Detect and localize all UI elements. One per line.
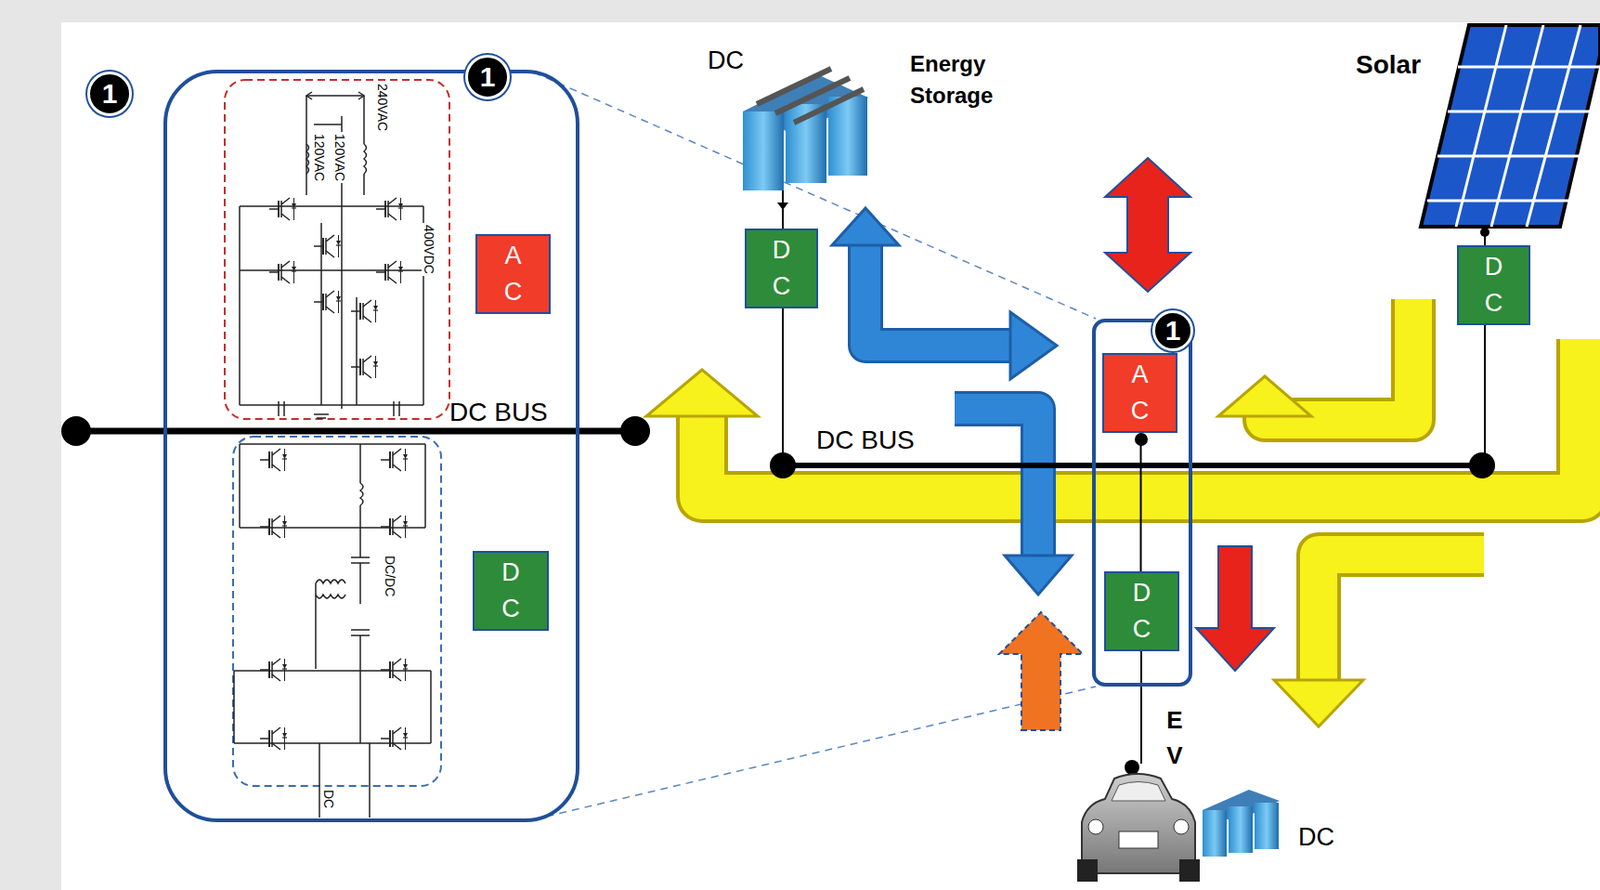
ac-converter: A C (475, 234, 551, 314)
converter-label: D C (1481, 248, 1507, 322)
converter-label: A C (1127, 356, 1153, 430)
dc-converter: D C (1456, 245, 1531, 326)
callout-number: 1 (465, 54, 510, 100)
converter-detail: 1A CD C (163, 69, 580, 822)
voltage-label: 240VAC (375, 81, 391, 133)
voltage-label: 120VAC (332, 131, 348, 183)
converter-label: D C (1129, 574, 1155, 648)
ac-converter: A C (1102, 352, 1178, 433)
callout-number: 1 (1152, 310, 1194, 352)
dc-converter: D C (472, 550, 549, 631)
voltage-label: 400VDC (421, 222, 437, 276)
converter-group: 1A CD C (1092, 318, 1193, 687)
dc-converter: D C (744, 228, 819, 309)
source-label: DC (707, 46, 744, 76)
dc-converter: D C (1104, 571, 1180, 651)
source-label: DC (1298, 822, 1335, 852)
source-label: Energy Storage (910, 48, 1022, 111)
callout-number: 1 (87, 71, 132, 117)
wire (1140, 432, 1143, 572)
converter-label: D C (498, 554, 524, 627)
bus-label: DC BUS (449, 397, 548, 428)
terminal-label: DC (321, 787, 337, 810)
converter-label: A C (500, 237, 526, 311)
converter-label: D C (768, 232, 794, 305)
source-label: Solar (1355, 50, 1421, 80)
bus-label: DC BUS (816, 425, 915, 456)
converter-label: DC/DC (382, 553, 398, 599)
vehicle-label: E V (1162, 702, 1187, 773)
voltage-label: 120VAC (312, 131, 327, 183)
